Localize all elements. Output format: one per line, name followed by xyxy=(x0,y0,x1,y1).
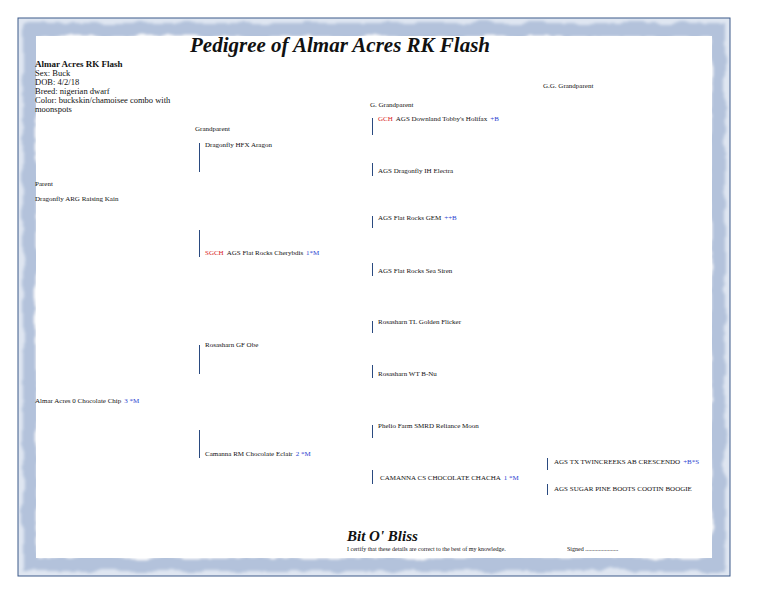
bracket-tick xyxy=(372,163,373,176)
column-header: Grandparent xyxy=(195,125,230,133)
award-suffix: 3 *M xyxy=(124,397,139,405)
inner-ground xyxy=(36,36,712,558)
great-grandparent-name: AGS Flat Rocks Sea Siren xyxy=(378,267,452,275)
gg-grandparent-name-line: AGS SUGAR PINE BOOTS COOTIN BOOGIE xyxy=(554,485,692,493)
animal-detail: Color: buckskin/chamoisee combo with moo… xyxy=(35,96,195,114)
column-header: G. Grandparent xyxy=(370,101,414,109)
bracket-tick xyxy=(547,458,548,470)
column-header-line: Parent xyxy=(35,180,53,188)
certification-note: I certify that these details are correct… xyxy=(347,546,506,553)
signature-line: Signed ...................... xyxy=(567,546,618,553)
grandparent-name-line: Rosasharn GF Obe xyxy=(205,341,258,349)
grandparent-name-line: SGCHAGS Flat Rocks Cherybdis1*M xyxy=(205,249,319,257)
award-suffix: +B*S xyxy=(683,458,699,466)
award-suffix: +B xyxy=(490,115,499,123)
award-suffix: 1*M xyxy=(306,249,319,257)
great-grandparent-name-line: Rosasharn TL Golden Flicker xyxy=(378,318,461,326)
great-grandparent-name-line: AGS Flat Rocks Sea Siren xyxy=(378,267,452,275)
great-grandparent-name-line: AGS Dragonfly IH Electra xyxy=(378,167,453,175)
animal-name: Almar Acres RK Flash xyxy=(35,60,195,69)
column-header-line: G. Grandparent xyxy=(370,101,414,109)
bracket-tick xyxy=(372,365,373,378)
column-header: G.G. Grandparent xyxy=(543,82,593,90)
award-suffix: ++B xyxy=(444,214,457,222)
animal-detail: Breed: nigerian dwarf xyxy=(35,87,195,96)
parent-name-line: Almar Acres 0 Chocolate Chip3 *M xyxy=(35,397,139,405)
animal-detail: DOB: 4/2/18 xyxy=(35,78,195,87)
bracket-tick xyxy=(372,263,373,276)
animal-detail: Sex: Buck xyxy=(35,69,195,78)
outer-border xyxy=(18,18,730,576)
great-grandparent-name-line: GCHAGS Downland Tobby's Holifax+B xyxy=(378,115,499,123)
great-grandparent-name-line: Rosasharn WT B-Nu xyxy=(378,370,437,378)
great-grandparent-name-line: Phelio Farm SMRD Reliance Moon xyxy=(378,422,479,430)
great-grandparent-name-line: CAMANNA CS CHOCOLATE CHACHA1 *M xyxy=(380,474,519,482)
great-grandparent-name: Rosasharn WT B-Nu xyxy=(378,370,437,378)
grandparent-name-line: Dragonfly HFX Aragon xyxy=(205,141,272,149)
parent-name: Almar Acres 0 Chocolate Chip xyxy=(35,397,121,405)
grandparent-name: AGS Flat Rocks Cherybdis xyxy=(227,249,303,257)
animal-info: Almar Acres RK FlashSex: BuckDOB: 4/2/18… xyxy=(35,60,195,114)
parent-name-line: Dragonfly ARG Raising Kain xyxy=(35,195,118,203)
bracket-tick xyxy=(372,118,373,135)
bracket-tick xyxy=(199,143,200,172)
certification-note-line: I certify that these details are correct… xyxy=(347,546,506,553)
grandparent-name: Rosasharn GF Obe xyxy=(205,341,258,349)
bracket-tick xyxy=(372,321,373,333)
great-grandparent-name: AGS Flat Rocks GEM xyxy=(378,214,441,222)
great-grandparent-name: CAMANNA CS CHOCOLATE CHACHA xyxy=(380,474,501,482)
bracket-tick xyxy=(372,425,373,438)
title-prefix: SGCH xyxy=(205,249,224,257)
bracket-tick xyxy=(199,345,200,374)
bracket-tick xyxy=(547,484,548,495)
great-grandparent-name: AGS Dragonfly IH Electra xyxy=(378,167,453,175)
grunge-frame xyxy=(30,30,718,564)
breeder-name-line: Bit O' Bliss xyxy=(347,527,418,545)
bracket-tick xyxy=(372,470,373,484)
signature-line-line: Signed ...................... xyxy=(567,546,618,553)
pedigree-title: Pedigree of Almar Acres RK Flash xyxy=(120,33,560,58)
award-suffix: 2 *M xyxy=(296,450,311,458)
bracket-tick xyxy=(199,230,200,257)
grandparent-name: Dragonfly HFX Aragon xyxy=(205,141,272,149)
column-header-line: Grandparent xyxy=(195,125,230,133)
great-grandparent-name-line: AGS Flat Rocks GEM++B xyxy=(378,214,457,222)
parent-name: Dragonfly ARG Raising Kain xyxy=(35,195,118,203)
great-grandparent-name: Rosasharn TL Golden Flicker xyxy=(378,318,461,326)
title-prefix: GCH xyxy=(378,115,393,123)
bracket-ticks xyxy=(200,118,548,495)
gg-grandparent-name: AGS TX TWINCREEKS AB CRESCENDO xyxy=(554,458,680,466)
gg-grandparent-name-line: AGS TX TWINCREEKS AB CRESCENDO+B*S xyxy=(554,458,699,466)
column-header-line: G.G. Grandparent xyxy=(543,82,593,90)
bracket-tick xyxy=(372,216,373,228)
breeder-name: Bit O' Bliss xyxy=(347,527,418,545)
grandparent-name: Camanna RM Chocolate Eclair xyxy=(205,450,293,458)
award-suffix: 1 *M xyxy=(504,474,519,482)
great-grandparent-name: Phelio Farm SMRD Reliance Moon xyxy=(378,422,479,430)
great-grandparent-name: AGS Downland Tobby's Holifax xyxy=(396,115,487,123)
grandparent-name-line: Camanna RM Chocolate Eclair2 *M xyxy=(205,450,311,458)
gg-grandparent-name: AGS SUGAR PINE BOOTS COOTIN BOOGIE xyxy=(554,485,692,493)
column-header: Parent xyxy=(35,180,53,188)
bracket-tick xyxy=(199,430,200,458)
